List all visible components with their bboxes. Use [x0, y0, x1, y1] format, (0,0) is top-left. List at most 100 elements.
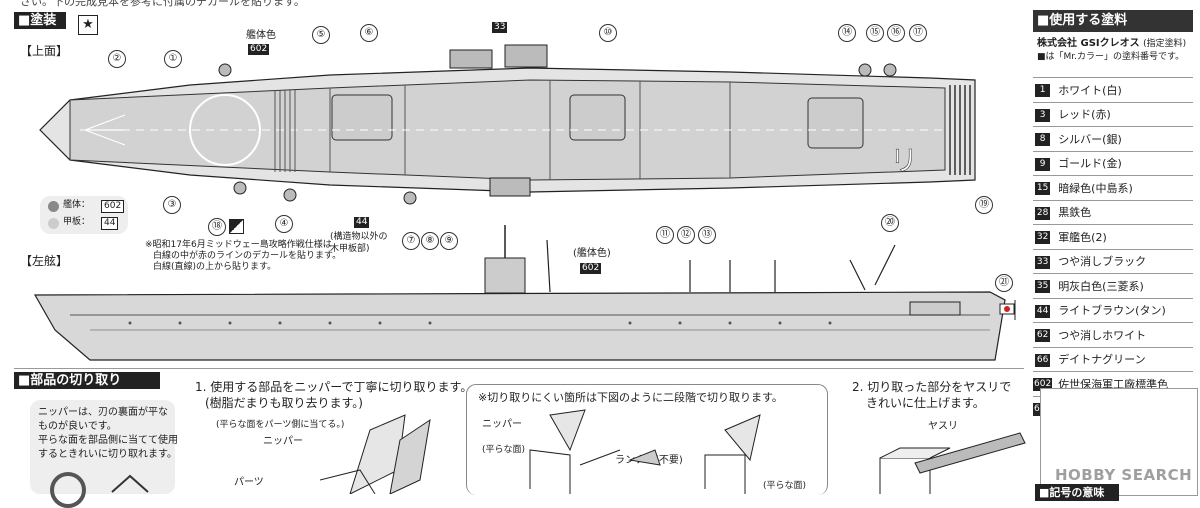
paint-name: 軍艦色(2) [1052, 224, 1193, 249]
paint-name: つや消しブラック [1052, 248, 1193, 274]
callout-18: ⑱ [208, 218, 226, 236]
callout-21: ㉑ [995, 274, 1013, 292]
flat-face-2: (平らな面) [482, 445, 526, 455]
paint-code-cell: 44 [1033, 297, 1053, 323]
deck-code-33: 33 [492, 22, 508, 33]
step-2b: きれいに仕上げます。 [866, 396, 985, 410]
step-1: 1. 使用する部品をニッパーで丁寧に切り取ります。 [195, 380, 473, 394]
deck-swatch [48, 218, 59, 229]
paint-code: 66 [1035, 353, 1051, 367]
paint-code-cell: 9 [1033, 150, 1053, 176]
paint-code: 3 [1035, 108, 1051, 122]
section-header-painting: ■塗装 [14, 12, 66, 29]
side-view-label: 【左舷】 [20, 254, 69, 268]
nipper-note-3: 平らな面を部品側に当てて使用 [38, 435, 178, 446]
paint-panel-title: ■使用する塗料 [1033, 10, 1193, 32]
legend-deck-label: 甲板： [63, 217, 91, 227]
paint-code: 8 [1035, 133, 1051, 147]
hull-code-top: 602 [248, 44, 270, 55]
paint-code-cell: 33 [1033, 248, 1053, 274]
paint-code-cell: 62 [1033, 322, 1053, 347]
hull-label-top: 艦体色 [246, 30, 276, 41]
legend-deck-code: 44 [101, 217, 119, 230]
deck-code-44: 44 [354, 217, 370, 228]
carrier-side-view [33, 225, 1016, 361]
callout-1: ① [164, 50, 182, 68]
paint-brand-name: 株式会社 GSIクレオス [1037, 38, 1140, 49]
callout-7: ⑦ [402, 232, 420, 250]
parts-label: パーツ [234, 477, 264, 488]
callout-4: ④ [275, 215, 293, 233]
nipper-note-2: ものが良いです。 [38, 421, 117, 432]
paint-name: 黒鉄色 [1052, 199, 1193, 225]
two-step-cut-illustration [529, 409, 761, 494]
callout-16: ⑯ [887, 24, 905, 42]
paint-code-cell: 3 [1033, 101, 1053, 127]
paint-name: つや消しホワイト [1052, 322, 1193, 347]
flat-face-3: (平らな面) [763, 481, 807, 491]
hull-swatch [48, 201, 59, 212]
callout-5: ⑤ [312, 26, 330, 44]
watermark: HOBBY SEARCH [1055, 466, 1193, 484]
paint-sub-note: ■は「Mr.カラー」の塗料番号です。 [1037, 52, 1185, 62]
paint-name: 明灰白色(三菱系) [1052, 273, 1193, 298]
paint-name: ゴールド(金) [1052, 150, 1193, 176]
paint-code-cell: 8 [1033, 126, 1053, 151]
callout-11: ⑪ [656, 226, 674, 244]
svg-text:リ: リ [890, 144, 918, 177]
wood-deck-note: (構造物以外の 木甲板部) [330, 232, 388, 254]
bottom-right-panel [1040, 388, 1198, 496]
paint-name: レッド(赤) [1052, 101, 1193, 127]
nipper-blade-flat-icon [111, 474, 149, 493]
paint-code: 35 [1035, 280, 1051, 294]
top-view-label: 【上面】 [20, 44, 69, 58]
callout-20: ⑳ [881, 214, 899, 232]
callout-2: ② [108, 50, 126, 68]
paint-code: 33 [1035, 255, 1051, 269]
callout-17: ⑰ [909, 24, 927, 42]
decal-note-line-2: 白線の中が赤のラインのデカールを貼ります。 [153, 251, 342, 261]
nipper-label: ニッパー [263, 436, 303, 447]
nipper-note-4: するときれいに切り取れます。 [38, 449, 177, 460]
legend-hull-label: 艦体： [63, 200, 91, 210]
side-hull-label: (艦体色) [573, 248, 611, 259]
decal-icon [229, 219, 244, 234]
flat-face-note: (平らな面をパーツ側に当てる。) [216, 420, 345, 430]
paint-brand: 株式会社 GSIクレオス (指定塗料) [1037, 38, 1186, 51]
paint-name: シルバー(銀) [1052, 126, 1193, 151]
tip-note: ※切り取りにくい箇所は下図のように二段階で切り取ります。 [478, 391, 783, 404]
nipper-label-2: ニッパー [482, 419, 522, 430]
callout-14: ⑭ [838, 24, 856, 42]
callout-13: ⑬ [698, 226, 716, 244]
paint-code-cell: 32 [1033, 224, 1053, 249]
legend-hull-code: 602 [101, 200, 125, 213]
callout-19: ⑲ [975, 196, 993, 214]
paint-name: デイトナグリーン [1052, 346, 1193, 372]
nipper-illustration [320, 414, 431, 494]
paint-name: ライトブラウン(タン) [1052, 297, 1193, 323]
paint-code: 44 [1035, 304, 1051, 318]
step-2: 2. 切り取った部分をヤスリで [852, 380, 1012, 394]
paint-code-cell: 66 [1033, 346, 1053, 372]
paint-brand-note: (指定塗料) [1143, 39, 1187, 49]
section-header-symbols: ■記号の意味 [1035, 484, 1119, 501]
paint-code: 62 [1035, 329, 1051, 343]
paint-code: 15 [1035, 182, 1051, 196]
paint-name: ホワイト(白) [1052, 77, 1193, 102]
side-hull-code: 602 [580, 263, 602, 274]
decal-note-line-1: ※昭和17年6月ミッドウェー島攻略作戦仕様は [145, 240, 332, 250]
paint-code-cell: 1 [1033, 77, 1053, 102]
paint-code: 9 [1035, 157, 1051, 171]
paint-code-cell: 15 [1033, 175, 1053, 200]
